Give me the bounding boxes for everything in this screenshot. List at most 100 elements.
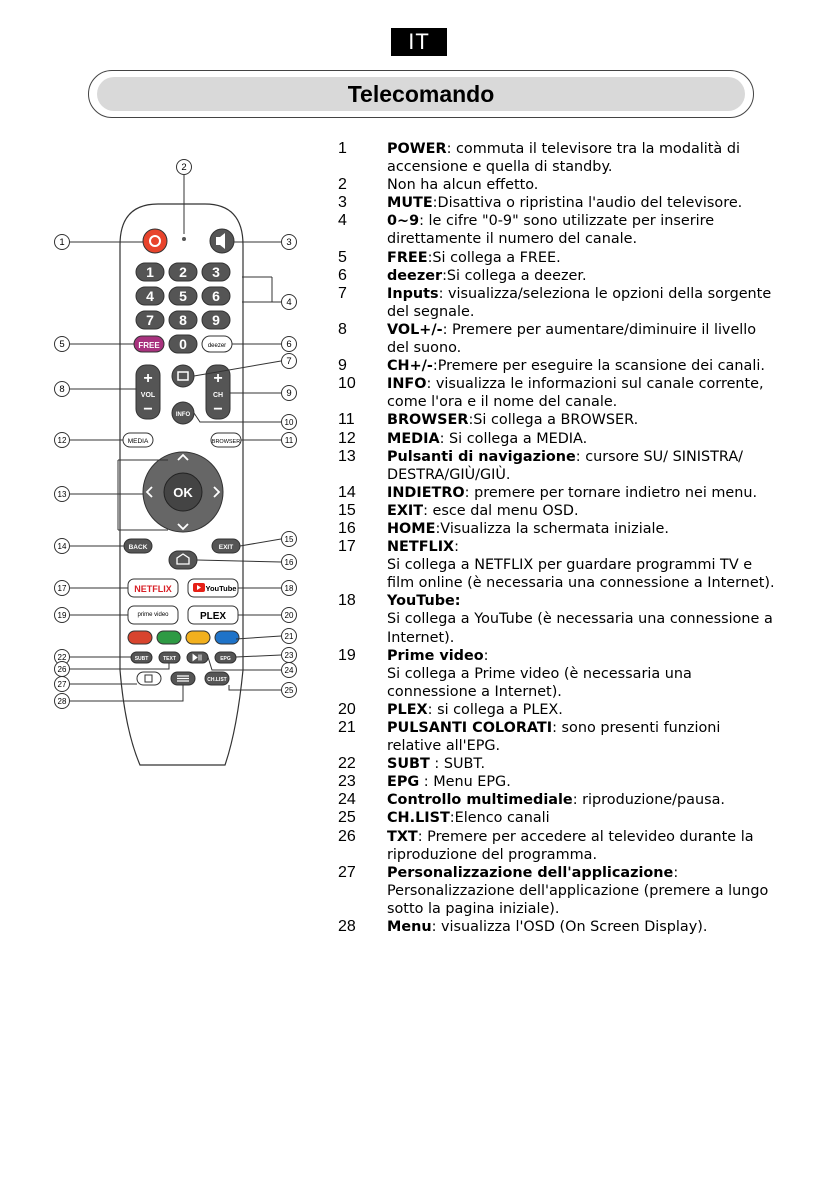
list-item: 11 BROWSER:Si collega a BROWSER. [338, 411, 778, 429]
callout-circle [54, 580, 70, 596]
item-text: PULSANTI COLORATI: sono presenti funzion… [387, 719, 778, 755]
callout-number: 3 [286, 237, 291, 248]
up-arrow-icon [177, 453, 189, 461]
plex-label: PLEX [200, 611, 226, 622]
item-number: 27 [338, 863, 356, 881]
callout-number: 5 [59, 339, 64, 350]
digit-button [135, 310, 165, 330]
callout-number: 2 [181, 162, 186, 173]
callout-number: 17 [58, 584, 67, 593]
item-text: deezer:Si collega a deezer. [387, 267, 778, 285]
digit-label: 8 [179, 312, 187, 328]
item-number: 21 [338, 719, 356, 736]
item-text: BROWSER:Si collega a BROWSER. [387, 411, 778, 429]
item-key: YouTube: [387, 593, 461, 610]
callout-circle [54, 676, 70, 692]
item-text: EXIT: esce dal menu OSD. [387, 502, 778, 520]
callout-circle [54, 607, 70, 623]
callout-number: 25 [285, 686, 294, 695]
item-text: 0~9: le cifre "0-9" sono utilizzate per … [387, 212, 778, 248]
vol-rocker [135, 364, 161, 420]
menu-icon [177, 675, 189, 682]
item-number: 17 [338, 538, 356, 556]
down-arrow-icon [177, 523, 189, 531]
item-number: 8 [338, 320, 347, 338]
item-description: : visualizza/seleziona le opzioni della … [387, 285, 772, 320]
item-description: : [673, 864, 679, 881]
item-number: 6 [338, 266, 347, 284]
item-text: Non ha alcun effetto. [387, 176, 778, 194]
callout-circle [281, 628, 297, 644]
item-number: 7 [338, 284, 347, 302]
callout-number: 23 [285, 651, 294, 660]
callout-number: 19 [58, 611, 67, 620]
item-number: 20 [338, 700, 356, 718]
item-number: 23 [338, 773, 356, 791]
item-text: NETFLIX:Si collega a NETFLIX per guardar… [387, 538, 778, 592]
callout-circle [54, 693, 70, 709]
callout-circle [281, 385, 297, 401]
subt-label: SUBT [135, 656, 149, 662]
callout-circle [281, 580, 297, 596]
item-key: MEDIA [387, 430, 440, 447]
netflix-label: NETFLIX [134, 584, 172, 594]
item-description: Non ha alcun effetto. [387, 177, 539, 194]
digit-button [168, 286, 198, 306]
item-key: CH.LIST [387, 810, 450, 827]
item-description: :Si collega a BROWSER. [468, 412, 639, 429]
ch-minus-icon: − [213, 401, 222, 418]
item-number: 26 [338, 827, 356, 845]
item-description: : riproduzione/pausa. [572, 792, 725, 809]
right-arrow-icon [213, 486, 221, 498]
callout-number: 9 [286, 388, 291, 399]
item-body: Si collega a YouTube (è necessaria una c… [387, 611, 773, 646]
title-banner-fill: Telecomando [97, 77, 745, 111]
item-key: HOME [387, 520, 436, 537]
callout-circle [54, 538, 70, 554]
callout-number: 16 [285, 558, 294, 567]
item-text: Pulsanti di navigazione: cursore SU/ SIN… [387, 448, 778, 484]
callout-number: 26 [58, 665, 67, 674]
item-number: 13 [338, 447, 356, 465]
digit-label: 0 [179, 336, 187, 352]
item-number: 10 [338, 375, 356, 393]
item-description: : Menu EPG. [419, 774, 511, 791]
item-number: 3 [338, 194, 347, 212]
callout-number: 22 [58, 653, 67, 662]
item-number: 18 [338, 592, 356, 610]
callout-circle [281, 432, 297, 448]
item-description: : premere per tornare indietro nei menu. [464, 484, 758, 501]
deezer-label: deezer [208, 343, 226, 349]
item-text: SUBT : SUBT. [387, 755, 778, 773]
item-text: VOL+/-: Premere per aumentare/diminuire … [387, 321, 778, 357]
vol-plus-icon: + [143, 370, 152, 387]
item-key: FREE [387, 249, 428, 266]
item-number: 15 [338, 501, 356, 519]
color-key-button [214, 630, 240, 645]
callout-circle [54, 234, 70, 250]
item-key: PLEX [387, 701, 428, 718]
callout-number: 21 [285, 632, 294, 641]
item-description: :Visualizza la schermata iniziale. [435, 520, 669, 537]
item-description: : Si collega a MEDIA. [439, 430, 588, 447]
item-text: Controllo multimediale: riproduzione/pau… [387, 791, 778, 809]
color-key-button [156, 630, 182, 645]
item-text: HOME:Visualizza la schermata iniziale. [387, 520, 778, 538]
leader-lines [70, 175, 282, 702]
item-number: 11 [338, 411, 355, 429]
item-description: : visualizza le informazioni sul canale … [387, 376, 764, 411]
play-pause-icon [192, 653, 202, 662]
item-description: : commuta il televisore tra la modalità … [387, 141, 740, 176]
callout-circle [281, 531, 297, 547]
item-description: : visualizza l'OSD (On Screen Display). [431, 919, 708, 936]
ok-button [163, 472, 203, 512]
callout-circle [281, 336, 297, 352]
callout-number: 20 [285, 611, 294, 620]
